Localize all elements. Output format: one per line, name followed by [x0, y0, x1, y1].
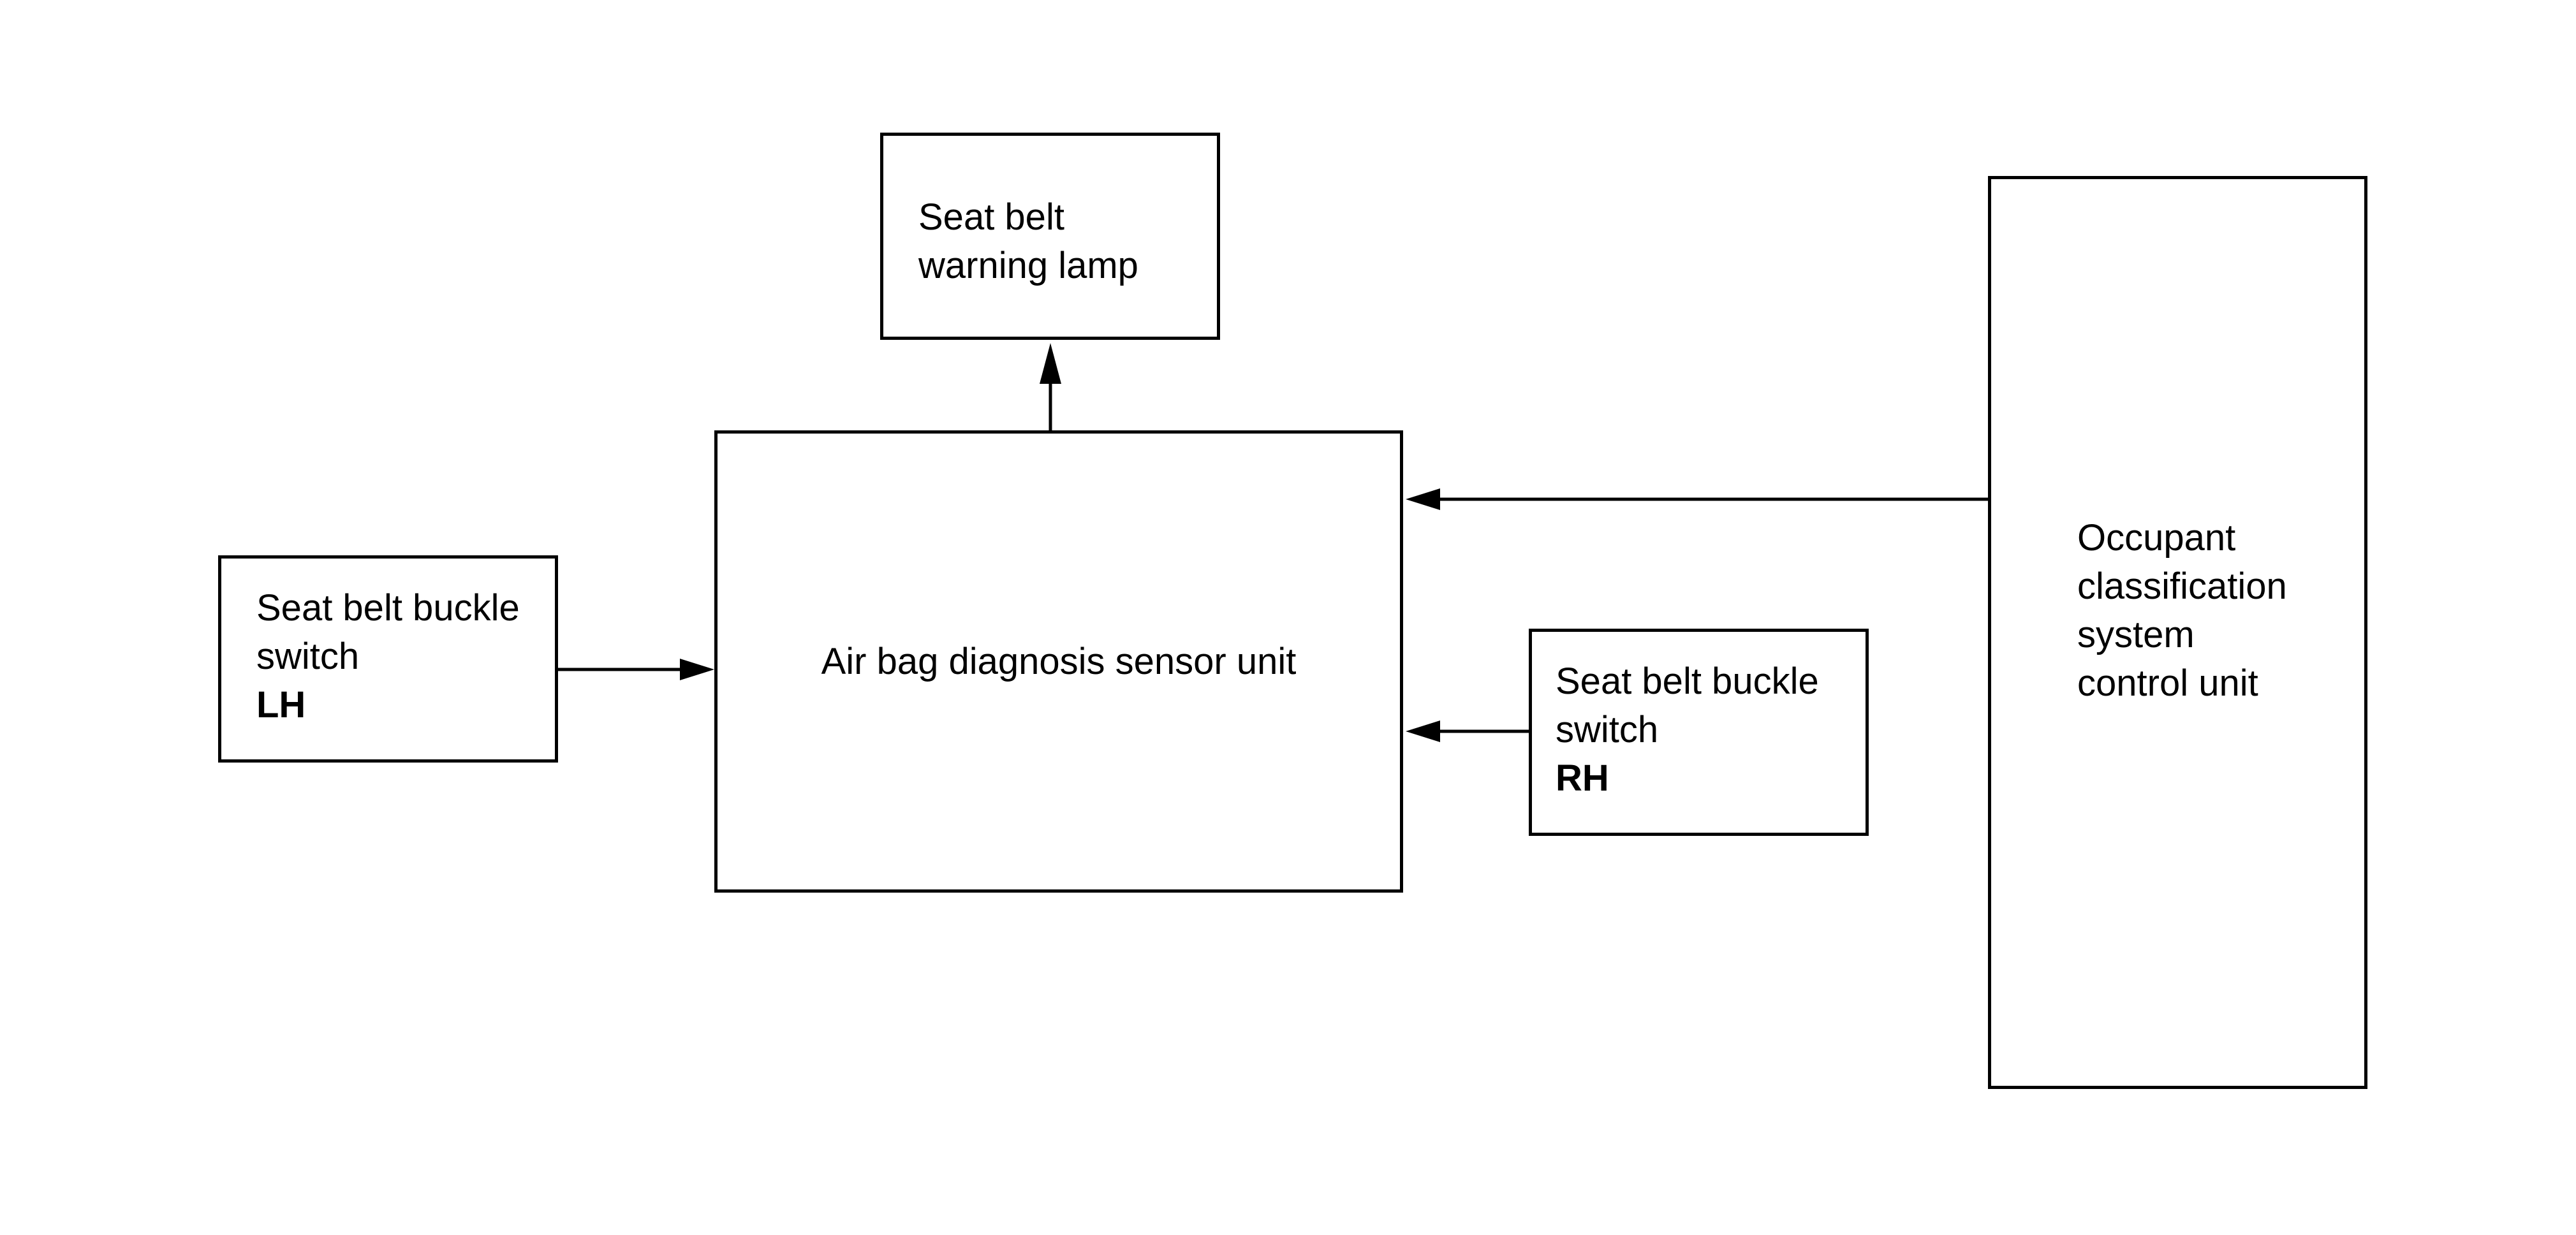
occupant-unit-line-1: Occupant — [2077, 517, 2236, 559]
buckle-rh-side: RH — [1556, 757, 1609, 799]
arrowhead-rh — [1406, 720, 1440, 742]
warning-lamp-line-2: warning lamp — [918, 245, 1138, 286]
occupant-unit-label: Occupant classification system control u… — [2077, 514, 2287, 708]
occupant-classification-control-unit-block: Occupant classification system control u… — [1988, 176, 2367, 1089]
warning-lamp-label: Seat belt warning lamp — [918, 193, 1138, 290]
warning-lamp-line-1: Seat belt — [918, 196, 1064, 238]
sensor-unit-line-1: Air bag diagnosis sensor unit — [821, 641, 1297, 682]
occupant-unit-line-3: system — [2077, 614, 2195, 655]
buckle-rh-line-1: Seat belt buckle — [1556, 661, 1819, 702]
seat-belt-warning-lamp-block: Seat belt warning lamp — [880, 133, 1220, 340]
buckle-rh-line-2: switch — [1556, 709, 1659, 750]
seat-belt-buckle-switch-rh-block: Seat belt buckle switch RH — [1529, 629, 1869, 836]
sensor-unit-label: Air bag diagnosis sensor unit — [718, 638, 1400, 686]
seat-belt-buckle-switch-lh-block: Seat belt buckle switch LH — [218, 555, 558, 763]
air-bag-diagnosis-sensor-unit-block: Air bag diagnosis sensor unit — [714, 430, 1403, 893]
arrowhead-occupant — [1406, 488, 1440, 510]
arrowhead-lh — [680, 659, 714, 680]
buckle-rh-label: Seat belt buckle switch RH — [1556, 657, 1819, 803]
buckle-lh-side: LH — [256, 684, 306, 726]
occupant-unit-line-2: classification — [2077, 566, 2287, 607]
buckle-lh-label: Seat belt buckle switch LH — [256, 584, 520, 729]
occupant-unit-line-4: control unit — [2077, 662, 2258, 704]
arrowhead-lamp — [1040, 343, 1061, 384]
buckle-lh-line-2: switch — [256, 636, 360, 677]
buckle-lh-line-1: Seat belt buckle — [256, 587, 520, 629]
